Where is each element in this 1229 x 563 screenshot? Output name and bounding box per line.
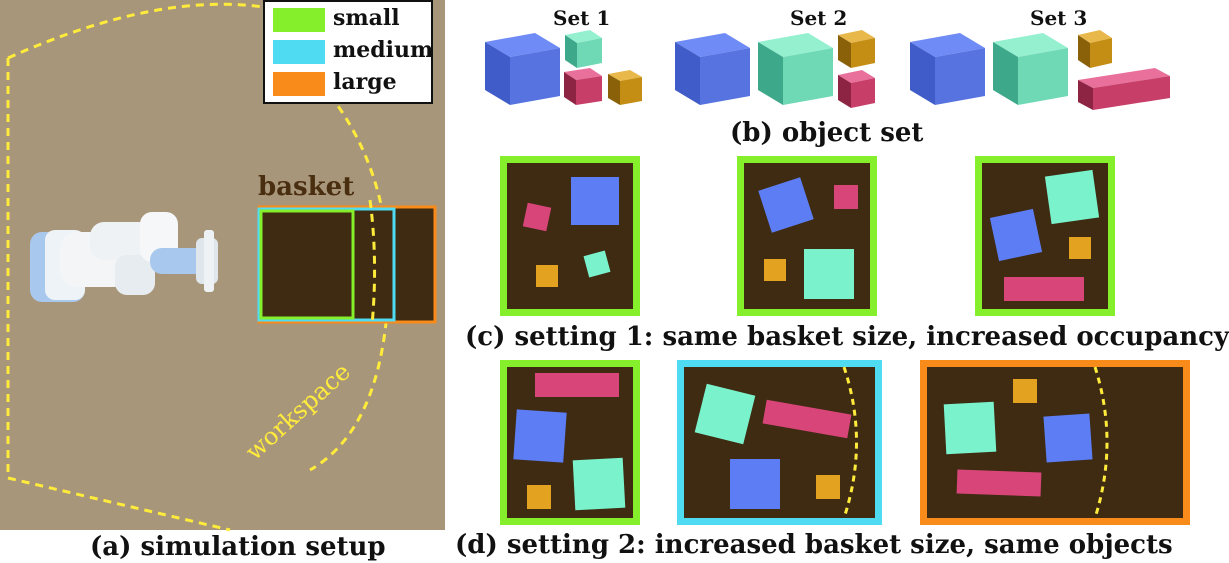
workspace-boundary [842,366,858,519]
pink-square [522,202,552,232]
legend-label-large: large [333,69,397,95]
legend-label-small: small [333,5,400,31]
basket-label: basket [258,172,355,202]
gold-square [764,259,786,281]
set1-large-cube [485,33,560,105]
sim-basket-small [259,209,355,320]
sim-basket-medium [257,207,396,322]
gold-square [816,475,840,499]
set1-small-pink-cube [564,68,602,105]
set3-large-cube [910,33,985,105]
teal-square [583,250,611,278]
robot-arm-icon [30,212,218,302]
set3-small-gold-cube [1078,30,1112,68]
setting1-panel-1 [500,156,640,316]
caption-d: (d) setting 2: increased basket size, sa… [455,530,1173,560]
workspace-boundary [1093,366,1109,519]
caption-a: (a) simulation setup [90,532,386,562]
blue-square [989,208,1043,262]
legend: small medium large [263,0,433,104]
set-label-1: Set 1 [553,6,611,30]
teal-square [572,457,626,511]
caption-b: (b) object set [730,118,924,148]
sim-basket-large [257,205,437,324]
pink-bar [1004,277,1084,301]
set-label-3: Set 3 [1030,6,1088,30]
simulation-overlay [6,2,437,532]
set1-small-teal-cube [565,30,602,68]
gold-square [536,265,558,287]
set2-small-pink-cube [838,70,875,108]
teal-square [1044,169,1100,225]
gold-square [527,485,551,509]
workspace-boundary [6,58,231,532]
legend-swatch-medium [273,40,325,64]
set3-long-pink-box [1078,68,1170,110]
set2-large-teal-cube [758,33,833,105]
blue-square [758,177,814,233]
setting1-panel-2 [737,156,877,316]
setting2-panel-small [500,360,640,525]
gold-square [1013,379,1037,403]
set1-small-gold-cube [608,70,642,105]
object-set-illustration [485,30,1170,110]
blue-square [571,177,619,225]
gold-square [1069,237,1091,259]
teal-square [804,249,854,299]
legend-swatch-large [273,72,325,96]
set-label-2: Set 2 [790,6,848,30]
setting2-panel-large [920,360,1190,525]
set2-large-cube [675,33,750,105]
setting1-panel-3 [975,156,1115,316]
legend-swatch-small [273,8,325,32]
blue-square [513,409,567,463]
workspace-arc-segment [368,199,377,326]
setting2-panel-medium [677,360,882,525]
set3-large-teal-cube [993,33,1068,105]
set2-small-gold-cube [838,30,875,68]
legend-label-medium: medium [333,37,434,63]
blue-square [730,459,780,509]
caption-c: (c) setting 1: same basket size, increas… [465,322,1229,352]
pink-square [834,185,858,209]
pink-bar [535,373,619,397]
